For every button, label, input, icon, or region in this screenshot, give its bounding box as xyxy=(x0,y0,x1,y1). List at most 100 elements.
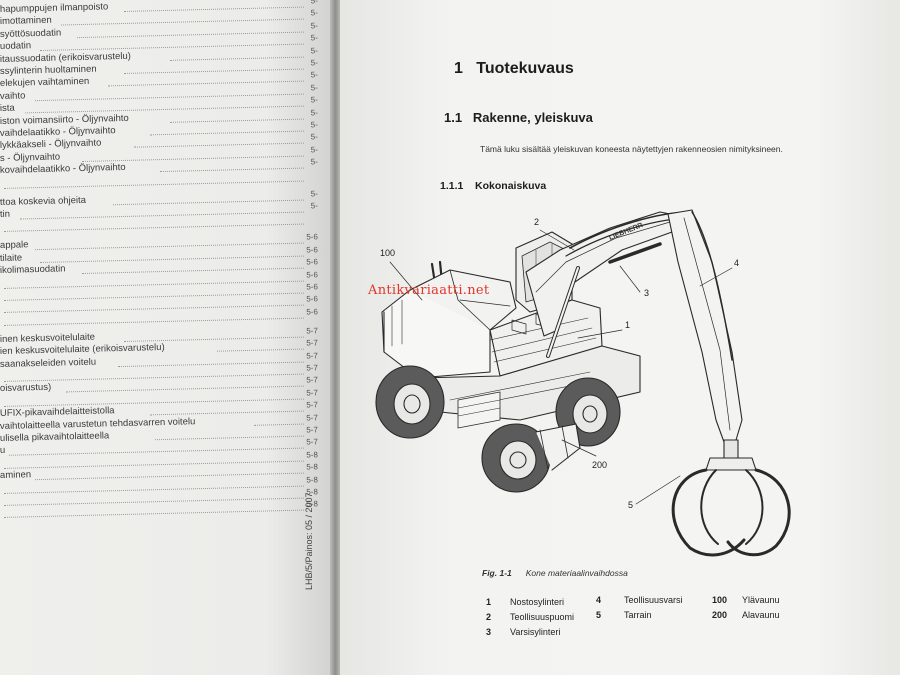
chapter-number: 1 xyxy=(454,60,463,77)
intro-text: Tämä luku sisältää yleiskuvan koneesta n… xyxy=(480,144,783,154)
toc-entry-page: 5-8 xyxy=(306,462,318,472)
toc-entry-page: 5-6 xyxy=(306,245,318,255)
toc-entry-page: 5- xyxy=(310,188,318,198)
toc-entry-title: u xyxy=(0,445,6,457)
toc-leader-dots xyxy=(4,223,305,233)
toc-entry-page: 5- xyxy=(310,21,318,31)
toc-entry-page: 5- xyxy=(310,58,318,68)
toc-entry-title: saanakseleiden voitelu xyxy=(0,356,97,370)
legend-text: Alavaunu xyxy=(742,610,780,620)
section-number: 1.1 xyxy=(444,110,463,125)
callout-1: 1 xyxy=(625,320,631,330)
watermark: Antikvariaatti.net xyxy=(368,283,490,298)
toc-entry-title: uodatin xyxy=(0,40,32,53)
callout-100: 100 xyxy=(380,248,396,258)
callout-3: 3 xyxy=(644,288,650,298)
legend-text: Varsisylinteri xyxy=(510,627,561,637)
toc-entry-page: 5-7 xyxy=(306,350,318,361)
legend-text: Nostosylinteri xyxy=(510,597,565,607)
edition-footer: LHB/5/Painos: 05 / 2007 xyxy=(304,492,314,590)
subsection-number: 1.1.1 xyxy=(440,180,464,192)
toc-entry-page: 5-7 xyxy=(306,400,318,410)
legend-text: Teollisuusvarsi xyxy=(624,595,683,605)
figure-label: Fig. 1-1 xyxy=(482,568,512,578)
toc-entry-title: ista xyxy=(0,102,15,115)
legend-num: 1 xyxy=(486,597,492,607)
toc-entry-page: 5-6 xyxy=(306,257,318,267)
toc-entry-title: ttoa koskevia ohjeita xyxy=(0,194,87,208)
toc-entry-title: vaihto xyxy=(0,90,26,102)
legend-text: Ylävaunu xyxy=(742,595,780,605)
toc-entry-page: 5-6 xyxy=(306,269,318,280)
toc-entry-page: 5- xyxy=(310,45,318,55)
toc-entry-page: 5- xyxy=(310,33,318,43)
subsection-title: Kokonaiskuva xyxy=(475,180,547,192)
toc-leader-dots xyxy=(4,317,305,326)
toc-entry-title: oisvarustus) xyxy=(0,382,52,395)
toc-entry-title: kovaihdelaatikko - Öljynvaihto xyxy=(0,162,126,177)
callout-4: 4 xyxy=(734,258,740,268)
toc-entry-title: aminen xyxy=(0,469,32,482)
callout-2: 2 xyxy=(534,217,540,227)
legend-num: 200 xyxy=(712,610,728,620)
toc-entry-title: syöttösuodatin xyxy=(0,27,62,40)
toc-entry-page: 5- xyxy=(310,120,318,130)
chapter-heading: 1 Tuotekuvaus xyxy=(454,60,574,78)
right-page: 1 Tuotekuvaus 1.1 Rakenne, yleiskuva Täm… xyxy=(340,0,900,675)
toc-entry-title: imottaminen xyxy=(0,15,52,28)
legend-num: 5 xyxy=(596,610,602,620)
toc-entry-title: tilaite xyxy=(0,252,23,264)
excavator-drawing: LIEBHERR xyxy=(375,209,791,557)
legend-num: 2 xyxy=(486,612,492,622)
callout-200: 200 xyxy=(592,460,608,470)
toc-entry-page: 5-6 xyxy=(306,282,318,292)
toc-entry-title: inen keskusvoitelulaite xyxy=(0,331,96,345)
toc-leader-dots xyxy=(4,180,305,189)
subsection-heading: 1.1.1 Kokonaiskuva xyxy=(440,180,546,192)
toc-entry-title: lykkäakseli - Öljynvaihto xyxy=(0,137,102,152)
toc-entry-page: 5-6 xyxy=(306,307,318,317)
toc-entry-page: 5-6 xyxy=(306,232,318,242)
toc-entry-title: appale xyxy=(0,239,29,252)
legend-num: 100 xyxy=(712,595,728,605)
toc-entry-page: 5- xyxy=(310,8,318,18)
toc-entry-page: 5-8 xyxy=(306,474,318,485)
toc-entry-page: 5-7 xyxy=(306,388,318,398)
toc-entry-page: 5- xyxy=(310,95,318,105)
book-gutter xyxy=(330,0,342,675)
legend-text: Teollisuuspuomi xyxy=(510,612,575,622)
section-heading: 1.1 Rakenne, yleiskuva xyxy=(444,110,593,125)
legend-num: 3 xyxy=(486,627,492,637)
toc-entry-page: 5- xyxy=(310,0,318,6)
figure-caption: Fig. 1-1 Kone materiaalinvaihdossa xyxy=(482,568,628,578)
toc-entry-page: 5-6 xyxy=(306,294,318,304)
toc-entry-page: 5- xyxy=(310,132,318,142)
toc-entry-page: 5- xyxy=(310,107,318,117)
legend-text: Tarrain xyxy=(624,610,652,620)
figure-caption-text: Kone materiaalinvaihdossa xyxy=(525,568,628,578)
callout-5: 5 xyxy=(628,500,634,510)
toc-entry-page: 5- xyxy=(310,83,318,93)
toc-entry-page: 5-7 xyxy=(306,425,318,435)
toc-entry-title: UFIX-pikavaihdelaitteistolla xyxy=(0,405,115,420)
toc-entry-title: elekujen vaihtaminen xyxy=(0,76,90,90)
toc-entry-page: 5-7 xyxy=(306,437,318,447)
toc-entry-title: ikolimasuodatin xyxy=(0,263,66,277)
toc-entry-title: s - Öljynvaihto xyxy=(0,151,61,164)
toc-entry-page: 5- xyxy=(310,145,318,155)
chapter-title: Tuotekuvaus xyxy=(476,60,574,77)
toc-entry-page: 5-7 xyxy=(306,412,318,423)
toc-entry-page: 5-7 xyxy=(306,363,318,373)
toc-entry-page: 5- xyxy=(310,201,318,211)
toc-leader-dots xyxy=(4,509,305,519)
legend-num: 4 xyxy=(596,595,602,605)
toc-entry-page: 5-7 xyxy=(306,375,318,385)
toc-entry-page: 5-8 xyxy=(306,450,318,460)
toc-entry-page: 5- xyxy=(310,70,318,80)
toc-entry-page: 5- xyxy=(310,157,318,167)
toc-entry-title: tin xyxy=(0,208,11,220)
toc-entry-page: 5-7 xyxy=(306,338,318,348)
section-title: Rakenne, yleiskuva xyxy=(472,110,593,125)
toc-entry-page: 5-7 xyxy=(306,326,318,336)
